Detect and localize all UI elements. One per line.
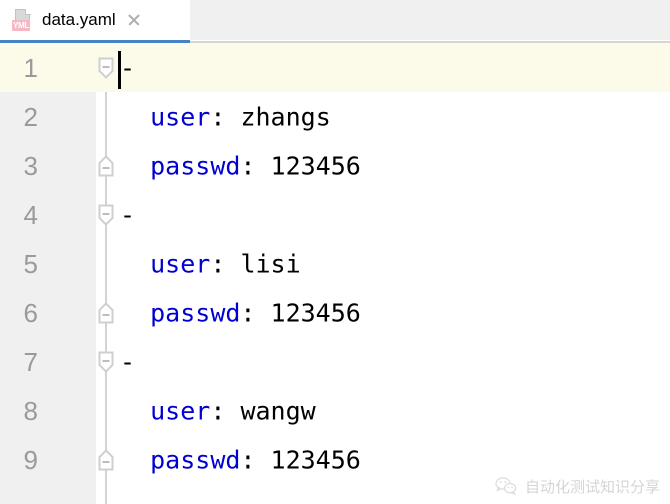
yml-file-icon-badge: YML [12, 20, 30, 31]
token: passwd [150, 445, 241, 474]
line-number-cell: 7 [0, 337, 96, 386]
token: lisi [240, 249, 301, 278]
fold-collapse-up-icon[interactable] [94, 447, 118, 473]
line-content: user: zhangs [120, 104, 331, 129]
editor-line[interactable]: 9 passwd: 123456 [0, 435, 670, 484]
fold-rail-line [105, 43, 107, 504]
token: : [240, 445, 271, 474]
token [120, 249, 150, 278]
token [120, 151, 150, 180]
editor-line[interactable]: 4- [0, 190, 670, 239]
line-number-cell: 4 [0, 190, 96, 239]
editor-line[interactable]: 2 user: zhangs [0, 92, 670, 141]
fold-collapse-down-icon[interactable] [94, 55, 118, 81]
token: - [120, 53, 136, 82]
line-content: - [120, 349, 135, 374]
tab-bar-divider [190, 41, 670, 43]
line-content: - [120, 202, 135, 227]
editor-line[interactable]: 1- [0, 43, 670, 92]
token: user [150, 102, 211, 131]
tab-label: data.yaml [42, 10, 116, 29]
token [120, 102, 150, 131]
editor-line[interactable]: 8 user: wangw [0, 386, 670, 435]
line-number: 9 [23, 444, 38, 475]
tab-bar: YML data.yaml [0, 0, 670, 44]
editor-line[interactable]: 6 passwd: 123456 [0, 288, 670, 337]
line-number: 8 [23, 395, 38, 426]
fold-collapse-down-icon[interactable] [94, 349, 118, 375]
token: : [210, 396, 241, 425]
line-number-cell: 8 [0, 386, 96, 435]
token [120, 445, 150, 474]
close-icon[interactable] [126, 12, 142, 28]
token [120, 298, 150, 327]
line-number: 6 [23, 297, 38, 328]
text-caret [118, 51, 121, 89]
token: 123456 [270, 445, 361, 474]
token: : [210, 102, 241, 131]
watermark: 自动化测试知识分享 [494, 474, 660, 498]
wechat-logo-icon [494, 474, 518, 498]
tab-data-yaml[interactable]: YML data.yaml [0, 0, 190, 40]
token: user [150, 396, 211, 425]
token: passwd [150, 151, 241, 180]
line-content: user: wangw [120, 398, 316, 423]
line-number-cell: 5 [0, 239, 96, 288]
line-number: 7 [23, 346, 38, 377]
line-number: 1 [23, 52, 38, 83]
fold-collapse-up-icon[interactable] [94, 300, 118, 326]
token [120, 396, 150, 425]
line-content: passwd: 123456 [120, 153, 361, 178]
token: passwd [150, 298, 241, 327]
token: 123456 [270, 298, 361, 327]
active-tab-indicator [0, 40, 190, 44]
fold-collapse-down-icon[interactable] [94, 202, 118, 228]
token: - [120, 347, 136, 376]
token: zhangs [240, 102, 331, 131]
line-content: passwd: 123456 [120, 300, 361, 325]
line-number-cell: 1 [0, 43, 96, 92]
token: - [120, 200, 136, 229]
line-number: 4 [23, 199, 38, 230]
line-number: 2 [23, 101, 38, 132]
token: : [240, 298, 271, 327]
line-content: user: lisi [120, 251, 301, 276]
line-number: 3 [23, 150, 38, 181]
editor-line[interactable]: 7- [0, 337, 670, 386]
line-number-cell: 9 [0, 435, 96, 484]
fold-collapse-up-icon[interactable] [94, 153, 118, 179]
line-number-cell: 3 [0, 141, 96, 190]
line-number-cell: 6 [0, 288, 96, 337]
token: wangw [240, 396, 316, 425]
watermark-text: 自动化测试知识分享 [524, 477, 660, 496]
yml-file-icon: YML [12, 8, 34, 32]
line-content: - [120, 55, 135, 80]
line-content: passwd: 123456 [120, 447, 361, 472]
token: : [240, 151, 271, 180]
editor-line[interactable]: 5 user: lisi [0, 239, 670, 288]
line-number-cell: 2 [0, 92, 96, 141]
token: 123456 [270, 151, 361, 180]
token: user [150, 249, 211, 278]
token: : [210, 249, 241, 278]
line-number: 5 [23, 248, 38, 279]
editor-line[interactable]: 3 passwd: 123456 [0, 141, 670, 190]
